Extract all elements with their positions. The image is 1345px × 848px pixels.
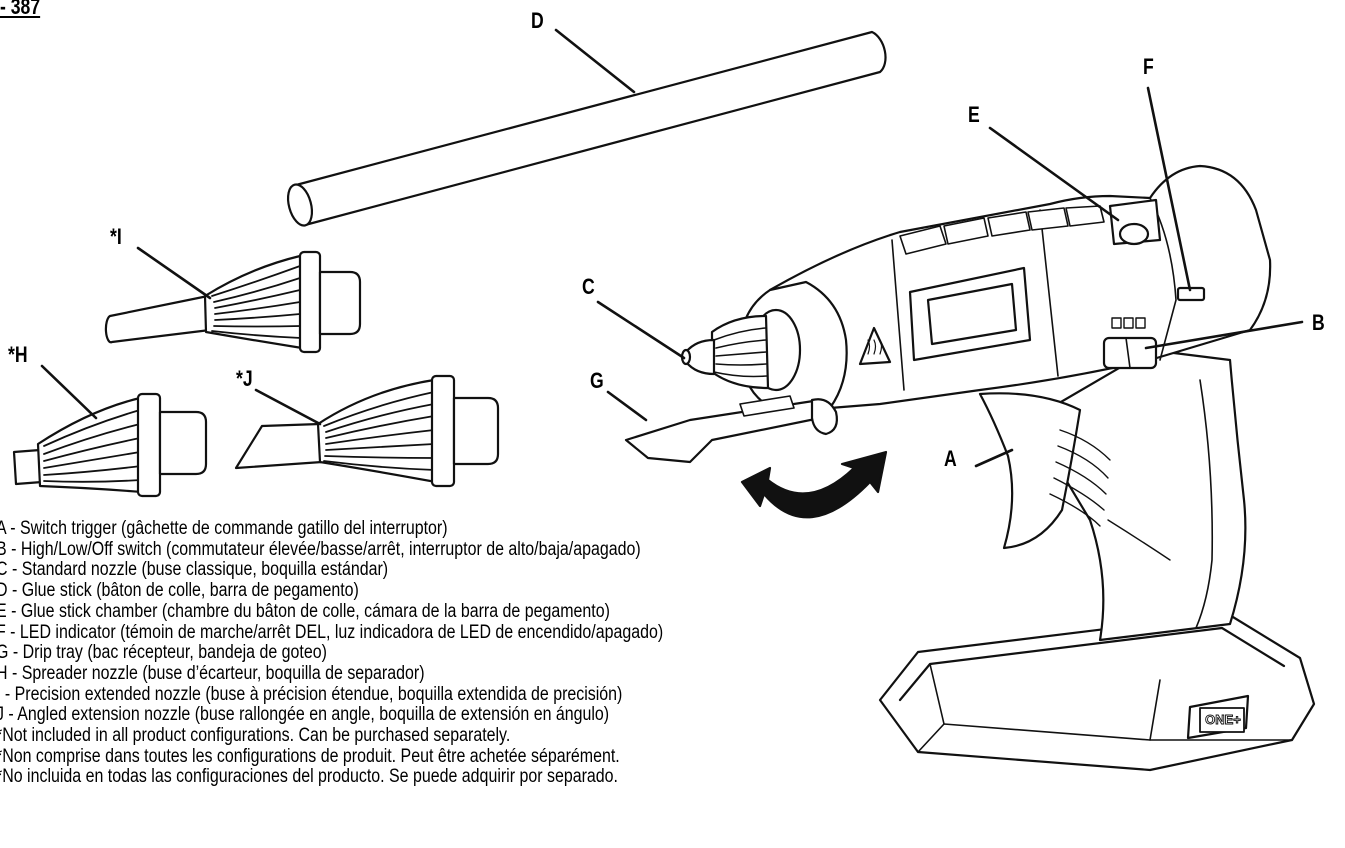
callout-i: *I (110, 224, 122, 249)
legend-item: C - Standard nozzle (buse classique, boq… (0, 559, 389, 581)
note-english: *Not included in all product configurati… (0, 725, 511, 746)
callout-a: A (944, 446, 957, 471)
callout-j: *J (236, 366, 253, 391)
callout-d: D (531, 8, 544, 33)
angled-nozzle-illustration (234, 374, 500, 488)
figure-number: - 387 (0, 0, 41, 19)
legend-item: G - Drip tray (bac récepteur, bandeja de… (0, 642, 327, 664)
callout-h: *H (8, 342, 28, 367)
parts-legend: A - Switch trigger (gâchette de commande… (0, 518, 664, 726)
legend-item: B - High/Low/Off switch (commutateur éle… (0, 538, 641, 560)
availability-notes: *Not included in all product configurati… (0, 725, 620, 788)
rotate-arrow-icon (740, 450, 888, 519)
leader-lines (40, 28, 1304, 468)
glue-stick-illustration (286, 30, 887, 227)
legend-item: I - Precision extended nozzle (buse à pr… (0, 683, 623, 705)
legend-item: E - Glue stick chamber (chambre du bâton… (0, 600, 610, 622)
callout-c: C (582, 274, 595, 299)
legend-item: J - Angled extension nozzle (buse rallon… (0, 704, 610, 726)
legend-item: D - Glue stick (bâton de colle, barra de… (0, 580, 359, 602)
callout-e: E (968, 102, 980, 127)
note-french: *Non comprise dans toutes les configurat… (0, 745, 620, 767)
note-spanish: *No incluida en todas las configuracione… (0, 766, 618, 788)
glue-gun-illustration (624, 164, 1316, 772)
one-plus-logo: ONE+ (1205, 712, 1242, 728)
spreader-nozzle-illustration (12, 392, 208, 498)
precision-nozzle-illustration (104, 250, 362, 354)
callout-f: F (1143, 54, 1154, 79)
callout-b: B (1312, 310, 1325, 335)
callout-g: G (590, 368, 604, 393)
legend-item: F - LED indicator (témoin de marche/arrê… (0, 621, 664, 643)
legend-item: A - Switch trigger (gâchette de commande… (0, 518, 448, 539)
legend-item: H - Spreader nozzle (buse d’écarteur, bo… (0, 662, 425, 684)
